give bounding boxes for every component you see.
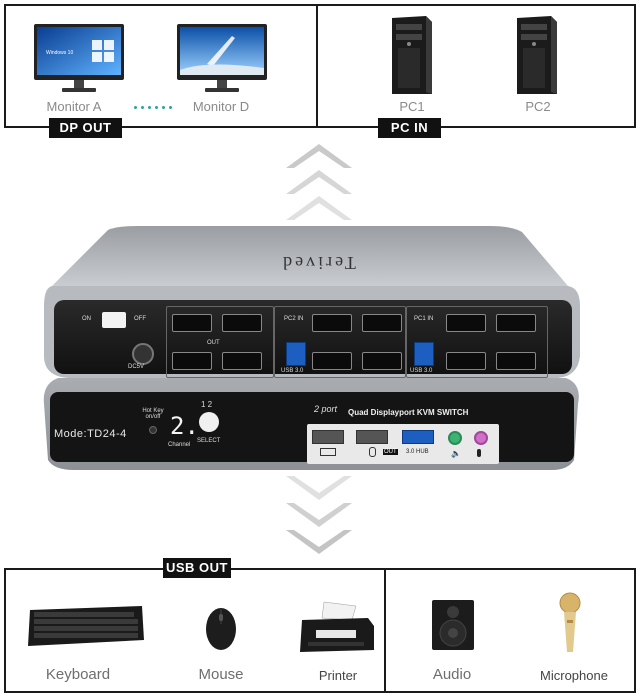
keyboard-port-icon: [320, 448, 336, 456]
rear-pc2-usb-b-port[interactable]: [286, 342, 306, 366]
monitor-a-image: [34, 24, 124, 99]
down-chevrons-icon: [284, 474, 354, 565]
pc2-label: PC2: [518, 99, 558, 114]
mouse-image: [204, 606, 238, 657]
pc1-label: PC1: [392, 99, 432, 114]
mouse-port-icon: [369, 447, 376, 457]
dp-out-tag: DP OUT: [49, 118, 122, 138]
usb-out-tag: USB OUT: [163, 558, 231, 578]
rear-pc1-dp-port-1[interactable]: [446, 314, 486, 332]
printer-image: [298, 600, 376, 661]
model-label: Mode:TD24-4: [54, 428, 127, 440]
rear-pc2-dp-port-3[interactable]: [312, 352, 352, 370]
rear-out-dp-port-2[interactable]: [222, 314, 262, 332]
mouse-label: Mouse: [186, 666, 256, 683]
select-label: SELECT: [197, 438, 220, 444]
microphone-image: [555, 592, 585, 659]
monitor-a-label: Monitor A: [34, 99, 114, 114]
rear-pc2-dp-port-1[interactable]: [312, 314, 352, 332]
front-usb3-port[interactable]: [402, 430, 434, 444]
brand-logo: Terived: [248, 252, 388, 273]
rear-out-label: OUT: [207, 340, 220, 346]
hotkey-indicator: [149, 426, 157, 434]
rear-pc1-dp-port-4[interactable]: [496, 352, 536, 370]
channel-display: 2.: [170, 412, 199, 440]
front-out-label: OUT: [383, 449, 398, 455]
pc2-tower-image: [511, 14, 559, 101]
power-switch[interactable]: [102, 312, 126, 328]
keyboard-image: [26, 604, 146, 653]
front-hub-label: 3.0 HUB: [406, 449, 429, 455]
monitor-d-image: [177, 24, 267, 99]
mic-jack[interactable]: [474, 431, 488, 445]
rear-pc1-usb-b-port[interactable]: [414, 342, 434, 366]
rear-on-label: ON: [82, 316, 91, 322]
front-usb-port-2[interactable]: [356, 430, 388, 444]
monitor-d-label: Monitor D: [178, 99, 264, 114]
rear-out-dp-port-3[interactable]: [172, 352, 212, 370]
hotkey-label: Hot Key on/off: [141, 408, 165, 420]
channel-label: Channel: [168, 442, 190, 448]
rear-off-label: OFF: [134, 316, 146, 322]
dc-power-jack[interactable]: [132, 343, 154, 365]
rear-pc1-dp-port-3[interactable]: [446, 352, 486, 370]
monitor-a-os-text: Windows 10: [46, 50, 73, 56]
rear-pc1-in-label: PC1 IN: [414, 316, 433, 322]
select-button[interactable]: [199, 412, 219, 432]
top-panel-divider: [316, 4, 318, 128]
bottom-panel-divider: [384, 568, 386, 693]
up-chevrons-icon: [284, 142, 354, 231]
microphone-label: Microphone: [528, 668, 620, 683]
speaker-icon: 🔈: [451, 449, 461, 458]
front-usb-port-1[interactable]: [312, 430, 344, 444]
audio-label: Audio: [422, 666, 482, 683]
rear-pc2-dp-port-2[interactable]: [362, 314, 402, 332]
rear-pc2-dp-port-4[interactable]: [362, 352, 402, 370]
keyboard-label: Keyboard: [36, 666, 120, 683]
product-title: Quad Displayport KVM SWITCH: [348, 408, 468, 417]
audio-speaker-image: [430, 598, 476, 657]
pc1-tower-image: [386, 14, 434, 101]
microphone-small-icon: [477, 449, 481, 457]
rear-power-label: DC5V: [128, 364, 144, 370]
printer-label: Printer: [308, 668, 368, 683]
rear-pc2-in-label: PC2 IN: [284, 316, 303, 322]
pc-in-tag: PC IN: [378, 118, 441, 138]
rear-pc1-dp-port-2[interactable]: [496, 314, 536, 332]
select-numbers: 1 2: [201, 400, 212, 409]
rear-out-dp-port-1[interactable]: [172, 314, 212, 332]
audio-jack[interactable]: [448, 431, 462, 445]
product-title-prefix: 2 port: [314, 404, 337, 414]
rear-out-dp-port-4[interactable]: [222, 352, 262, 370]
